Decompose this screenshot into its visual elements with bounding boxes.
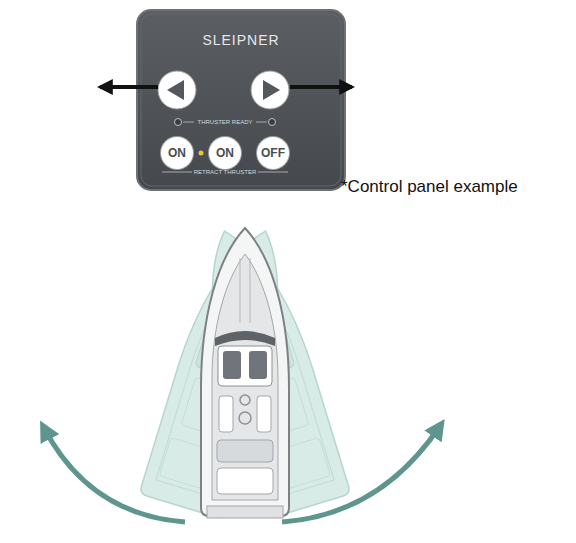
button-label: OFF [261, 146, 285, 160]
panel-button: ON [161, 137, 193, 169]
brand-name: SLEIPNER [202, 32, 279, 48]
control-panel [137, 10, 345, 190]
button-label: ON [168, 146, 186, 160]
boat-ghost-right [139, 218, 307, 519]
panel-button: ON [209, 137, 241, 169]
caption-note: *Control panel example [341, 177, 518, 197]
panel-caption: RETRACT THRUSTER [194, 169, 256, 175]
panel-caption: THRUSTER READY [197, 119, 252, 125]
left-arrow [100, 85, 158, 89]
button-label: ON [216, 146, 234, 160]
boat-ghost-left [182, 218, 350, 519]
boat [201, 228, 289, 518]
turn-arrow-right [282, 426, 440, 522]
panel-button: OFF [257, 137, 289, 169]
control-panel: SLEIPNER THRUSTER READY RETRACT THRUSTER ON… [137, 10, 345, 190]
turn-arrow-left [44, 428, 185, 522]
right-arrow [290, 85, 352, 89]
